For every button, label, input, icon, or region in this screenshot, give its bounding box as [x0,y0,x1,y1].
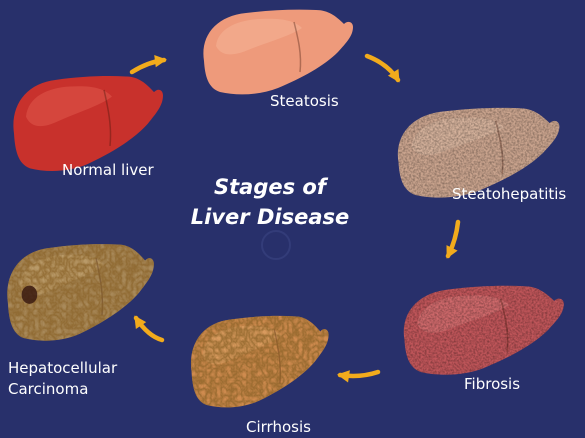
liver-steatosis [203,10,353,95]
title-line-1: Stages of [165,172,375,202]
label-normal-liver: Normal liver [62,160,154,181]
label-hcc: Hepatocellular Carcinoma [8,358,117,400]
liver-hcc [7,244,154,341]
diagram-title: Stages of Liver Disease [165,172,375,232]
label-hcc-line-1: Hepatocellular [8,358,117,379]
label-hcc-line-2: Carcinoma [8,379,117,400]
title-line-2: Liver Disease [165,202,375,232]
label-steatohepatitis: Steatohepatitis [452,184,566,205]
liver-normal [13,76,163,171]
watermark-mark [262,231,290,259]
label-fibrosis: Fibrosis [464,374,520,395]
label-steatosis: Steatosis [270,91,339,112]
liver-cirrhosis-texture [191,316,329,407]
liver-cirrhosis [191,316,329,407]
tumor-spot [22,286,38,304]
liver-fibrosis [404,286,564,375]
liver-fibrosis-texture [404,286,564,375]
label-cirrhosis: Cirrhosis [246,417,311,438]
